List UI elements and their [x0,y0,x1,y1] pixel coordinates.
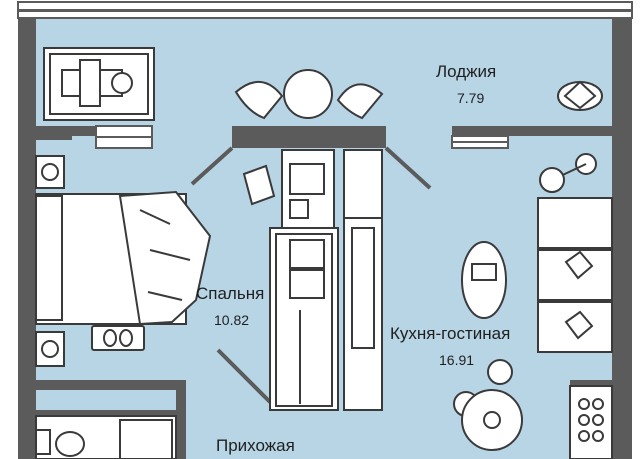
walls [18,18,632,459]
nightstand-top-icon [35,155,65,189]
floor-lamp-icon [539,153,597,193]
exercise-machine-icon [43,47,155,121]
room-label-kitchen-living: Кухня-гостиная [390,324,511,343]
loggia-seating-icon [234,69,384,120]
kitchen-unit-icon [569,385,613,459]
bed-icon [35,190,212,326]
sofa-icon [537,197,613,353]
loggia-glazing [17,1,633,19]
room-label-loggia: Лоджия [436,62,497,81]
desk-icon [281,149,335,229]
window-right [451,135,509,149]
bathroom-icon [35,415,177,459]
room-area-loggia: 7.79 [457,90,485,106]
room-area-kitchen-living: 16.91 [439,352,475,368]
room-label-bedroom: Спальня [196,284,265,303]
desk-chair-icon [242,164,276,206]
shelving-icon [343,149,383,411]
room-label-hallway: Прихожая [216,436,295,455]
coffee-table-icon [461,241,507,319]
room-area-bedroom: 10.82 [214,312,250,328]
wardrobe-icon [269,227,339,411]
window-left [95,125,153,149]
plant-icon [557,80,603,111]
slippers-icon [91,325,145,351]
door-swings [190,146,432,404]
dining-table-icon [453,359,523,451]
nightstand-bottom-icon [35,331,65,367]
